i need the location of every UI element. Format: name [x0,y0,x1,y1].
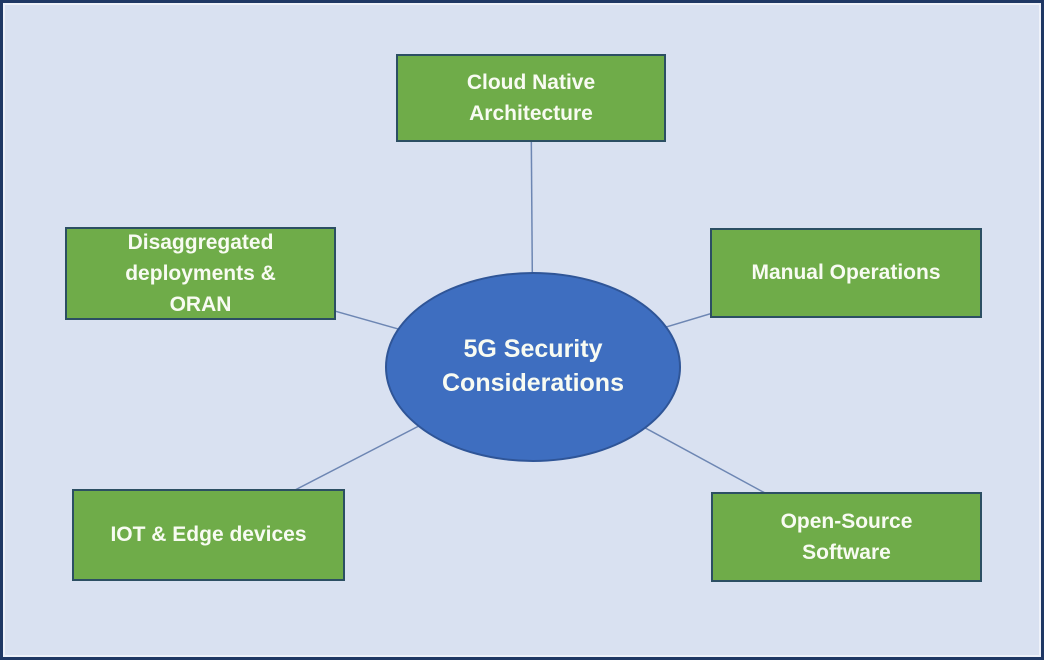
center-node-5g-security-considerations: 5G Security Considerations [385,272,681,462]
node-disaggregated-deployments-oran: Disaggregated deployments & ORAN [65,227,336,320]
node-open-source-software: Open-Source Software [711,492,982,582]
node-label: Manual Operations [751,261,941,285]
center-node-label: 5G Security Considerations [442,335,624,397]
node-label: Open-Source Software [780,509,913,564]
node-label: Cloud Native Architecture [466,70,596,125]
node-label: Disaggregated deployments & ORAN [125,230,276,317]
node-iot-edge-devices: IOT & Edge devices [72,489,345,581]
node-label: IOT & Edge devices [110,523,307,547]
node-cloud-native-architecture: Cloud Native Architecture [396,54,666,142]
node-manual-operations: Manual Operations [710,228,982,318]
